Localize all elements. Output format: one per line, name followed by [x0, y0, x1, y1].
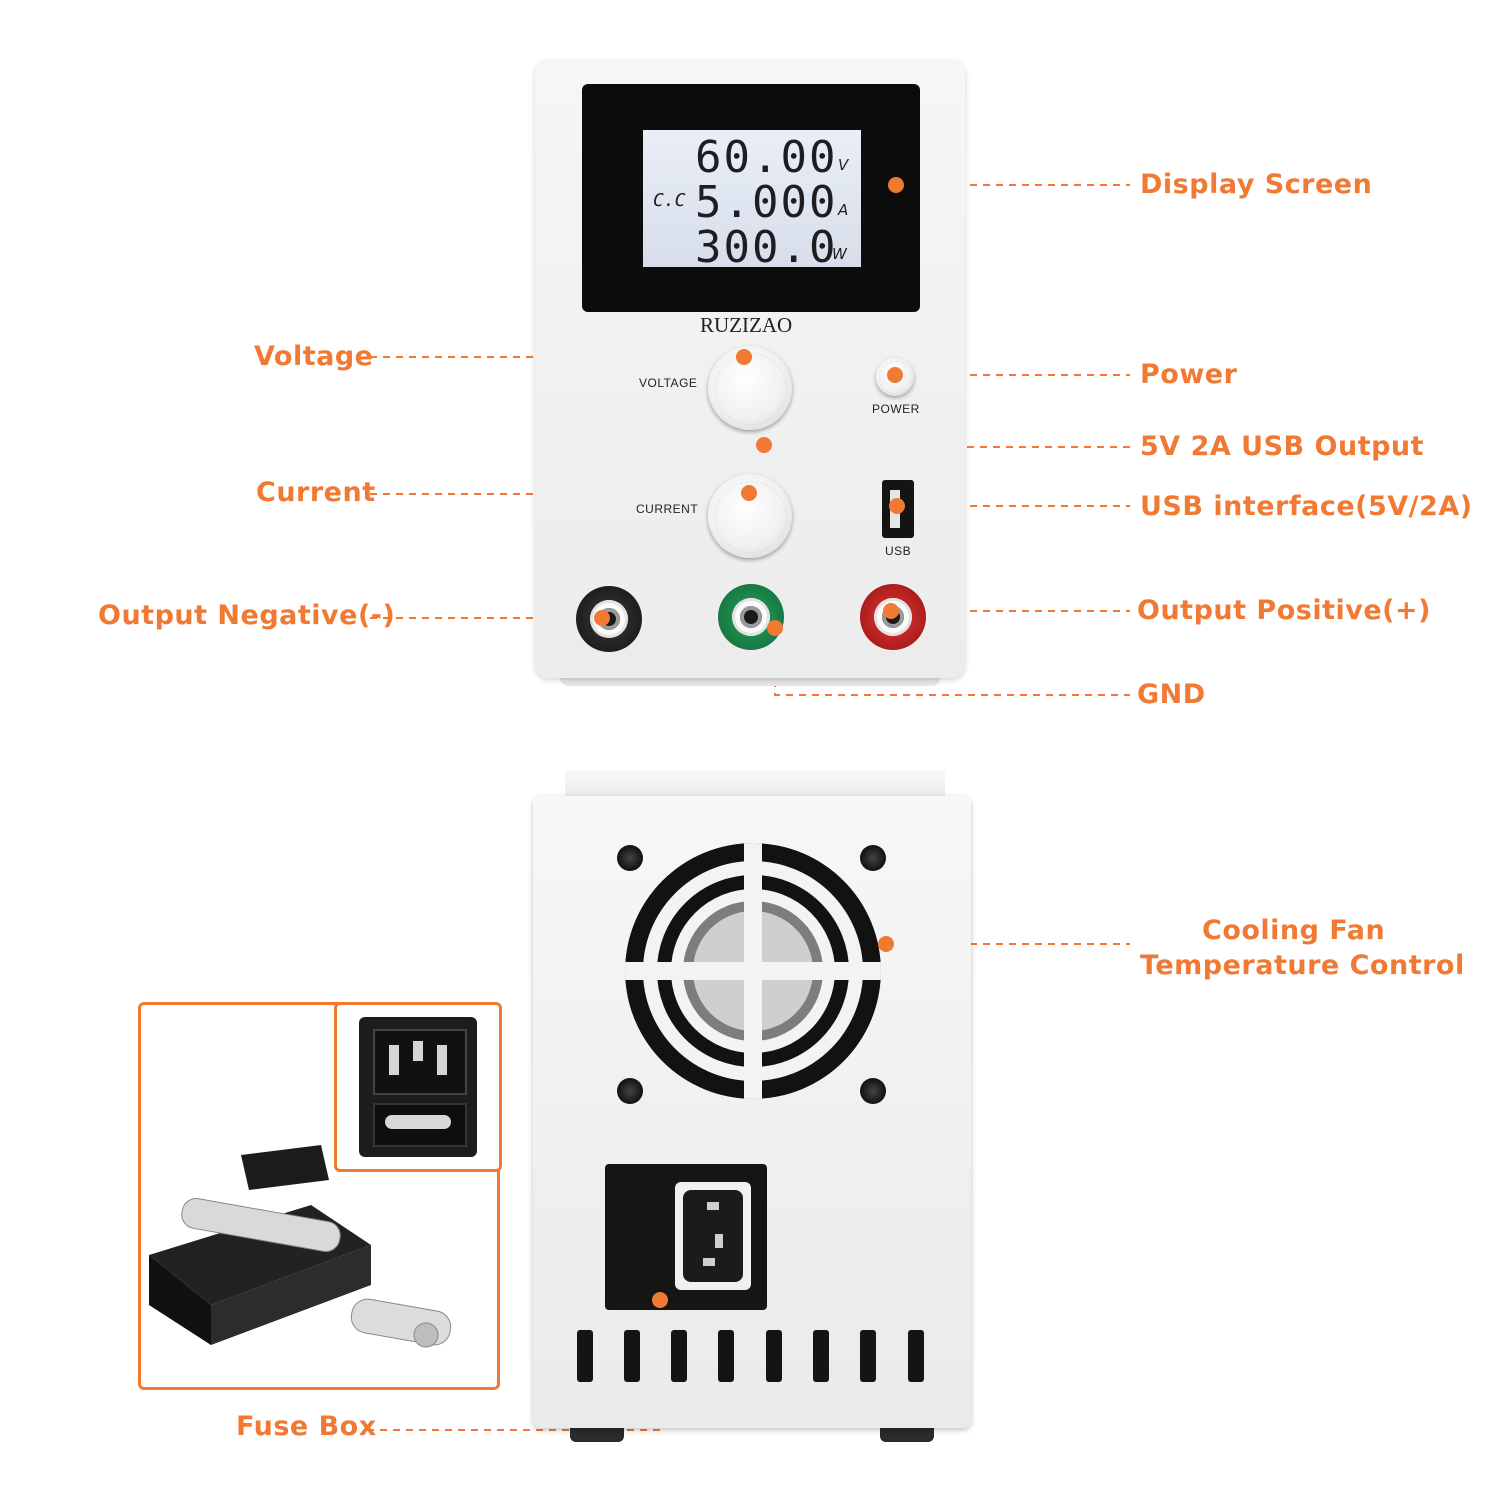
callout-usb-output: 5V 2A USB Output	[1140, 431, 1425, 462]
vent-slot	[671, 1330, 687, 1382]
cc-mode-indicator: C.C	[653, 190, 686, 211]
voltage-knob-label: VOLTAGE	[639, 376, 698, 390]
vent-slot	[860, 1330, 876, 1382]
vent-slot	[766, 1330, 782, 1382]
screw-icon	[860, 845, 886, 871]
positive-marker-dot	[883, 603, 899, 619]
current-readout: 5.000	[695, 177, 838, 228]
callout-cooling-fan: Cooling Fan	[1202, 915, 1386, 946]
callout-output-negative: Output Negative(-)	[98, 600, 396, 631]
rear-foot-left	[570, 1424, 624, 1442]
callout-power: Power	[1140, 359, 1238, 390]
fuse-holder-icon	[149, 1145, 452, 1348]
fuse-box-marker-dot	[652, 1292, 668, 1308]
cooling-fan-grille	[625, 843, 881, 1099]
screw-icon	[860, 1078, 886, 1104]
usb-interface-marker-dot	[889, 498, 905, 514]
brand-label: RUZIZAO	[700, 313, 793, 337]
current-marker-dot	[741, 485, 757, 501]
callout-current: Current	[256, 477, 376, 508]
voltage-readout: 60.00	[695, 132, 838, 183]
power-inlet-fuse-box[interactable]	[605, 1164, 767, 1310]
callout-voltage: Voltage	[254, 341, 374, 372]
iec-socket-closeup	[334, 1002, 502, 1172]
screw-icon	[617, 845, 643, 871]
rear-foot-right	[880, 1424, 934, 1442]
negative-marker-dot	[594, 610, 610, 626]
lcd-screen	[643, 130, 861, 267]
power-readout: 300.0	[695, 222, 838, 273]
usb-output-marker-dot	[756, 437, 772, 453]
voltage-marker-dot	[736, 349, 752, 365]
vent-slot	[624, 1330, 640, 1382]
callout-display-screen: Display Screen	[1140, 169, 1373, 200]
gnd-terminal[interactable]	[718, 584, 784, 650]
fan-marker-dot	[878, 936, 894, 952]
power-unit: W	[832, 245, 847, 263]
vent-slot	[718, 1330, 734, 1382]
rear-top-cover	[565, 770, 945, 800]
vent-slot	[813, 1330, 829, 1382]
screw-icon	[617, 1078, 643, 1104]
vent-slot	[908, 1330, 924, 1382]
display-marker-dot	[888, 177, 904, 193]
callout-output-positive: Output Positive(+)	[1137, 595, 1431, 626]
gnd-marker-dot	[767, 620, 783, 636]
vent-slot	[577, 1330, 593, 1382]
power-button-label: POWER	[872, 402, 920, 416]
current-knob-label: CURRENT	[636, 502, 699, 516]
current-unit: A	[838, 201, 849, 219]
callout-usb-interface: USB interface(5V/2A)	[1140, 491, 1473, 522]
power-marker-dot	[887, 367, 903, 383]
callout-fuse-box: Fuse Box	[236, 1411, 377, 1442]
callout-temperature-control: Temperature Control	[1140, 950, 1465, 981]
callout-gnd: GND	[1137, 679, 1206, 710]
usb-port-label: USB	[885, 544, 912, 558]
voltage-unit: V	[838, 156, 849, 174]
